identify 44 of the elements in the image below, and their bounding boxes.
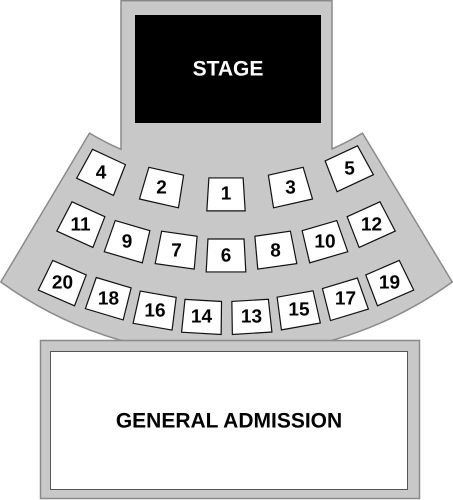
- seat-section: [205, 238, 247, 273]
- seat-section: [84, 276, 133, 321]
- section-number: 14: [190, 308, 212, 326]
- area-label: GENERAL ADMISSION: [116, 410, 342, 431]
- section-number: 17: [334, 290, 356, 308]
- seat-section: [55, 200, 106, 249]
- seat-section: [154, 230, 199, 271]
- section-number: 6: [220, 246, 232, 265]
- seat-section: [276, 289, 322, 331]
- seat-section: [37, 259, 88, 307]
- stage-label: STAGE: [192, 58, 264, 80]
- seat-section: [324, 144, 375, 193]
- section-number: 12: [360, 215, 382, 234]
- section-number: 8: [270, 241, 281, 260]
- seat-section: [132, 290, 178, 332]
- seat-section: [205, 176, 247, 212]
- section-number: 13: [240, 308, 262, 326]
- section-number: 19: [378, 274, 400, 292]
- section-number: 11: [70, 215, 91, 234]
- section-number: 9: [122, 232, 132, 251]
- seat-section: [346, 200, 397, 249]
- seat-section: [103, 219, 151, 264]
- section-number: 3: [285, 178, 296, 197]
- section-number: 16: [144, 302, 166, 320]
- seat-section: [253, 230, 298, 271]
- seat-section: [301, 219, 349, 264]
- seat-section: [138, 166, 185, 209]
- section-number: 10: [314, 232, 336, 251]
- seat-section: [364, 259, 415, 307]
- seat-section: [321, 276, 370, 322]
- section-number: 18: [98, 289, 120, 308]
- section-number: 7: [171, 241, 182, 260]
- section-number: 1: [220, 184, 232, 204]
- seat-section: [230, 298, 273, 336]
- stage-block: [135, 15, 321, 123]
- general-admission-area: [50, 351, 408, 490]
- seat-section: [180, 298, 223, 336]
- section-number: 15: [288, 300, 310, 320]
- seat-section: [267, 166, 314, 209]
- section-number: 5: [344, 159, 355, 178]
- seat-section: [75, 148, 127, 197]
- section-number: 2: [156, 178, 167, 197]
- section-number: 4: [96, 163, 106, 182]
- section-number: 20: [52, 274, 74, 292]
